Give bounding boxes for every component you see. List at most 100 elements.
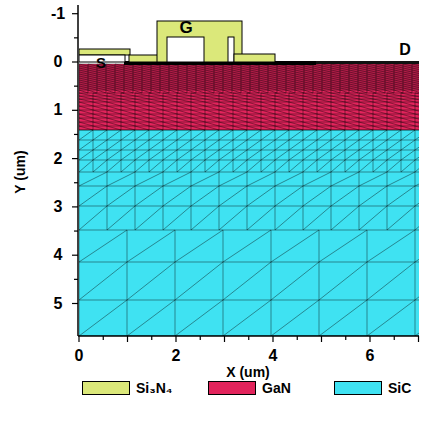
mesh-line: [247, 140, 248, 150]
mesh-line: [196, 74, 205, 76]
mesh-line: [205, 68, 206, 70]
mesh-line: [317, 96, 318, 99]
mesh-line: [247, 106, 261, 110]
mesh-line: [160, 76, 169, 78]
mesh-line: [376, 76, 385, 78]
mesh-line: [107, 160, 121, 172]
mesh-line: [286, 84, 295, 86]
mesh-line: [247, 150, 248, 160]
mesh-line: [313, 74, 322, 76]
mesh-line: [124, 68, 133, 70]
mesh-line: [259, 80, 268, 82]
gate-electrode: [167, 37, 204, 62]
mesh-line: [93, 126, 107, 130]
mesh-line: [163, 96, 164, 99]
mesh-line: [331, 96, 332, 99]
mesh-line: [223, 90, 224, 93]
mesh-line: [178, 70, 179, 72]
mesh-line: [322, 84, 331, 86]
mesh-line: [313, 72, 314, 74]
mesh-line: [268, 72, 269, 74]
mesh-line: [331, 99, 332, 102]
mesh-line: [177, 114, 191, 118]
mesh-line: [304, 74, 305, 76]
mesh-line: [303, 99, 317, 102]
mesh-line: [88, 78, 97, 80]
mesh-line: [367, 66, 368, 68]
mesh-line: [205, 106, 206, 110]
mesh-line: [277, 68, 278, 70]
mesh-line: [403, 72, 412, 74]
mesh-line: [93, 122, 94, 126]
mesh-line: [187, 68, 188, 70]
mesh-line: [121, 114, 135, 118]
mesh-line: [295, 70, 296, 72]
mesh-line: [403, 70, 404, 72]
mesh-line: [317, 140, 331, 150]
mesh-line: [247, 110, 261, 114]
mesh-line: [223, 70, 224, 72]
mesh-line: [349, 84, 350, 86]
mesh-line: [241, 70, 250, 72]
mesh-line: [142, 88, 143, 90]
mesh-line: [401, 96, 402, 99]
mesh-line: [268, 76, 269, 78]
mesh-line: [286, 72, 287, 74]
mesh-line: [275, 114, 276, 118]
mesh-line: [331, 82, 340, 84]
mesh-line: [331, 126, 332, 130]
mesh-line: [359, 99, 373, 102]
mesh-line: [142, 82, 143, 84]
mesh-line: [187, 70, 196, 72]
mesh-line: [401, 106, 402, 110]
mesh-line: [268, 72, 277, 74]
axis-tick-label: -1: [51, 6, 65, 22]
mesh-line: [79, 90, 88, 93]
mesh-line: [387, 160, 388, 172]
mesh-line: [79, 88, 88, 90]
mesh-line: [259, 82, 268, 84]
mesh-line: [275, 102, 276, 106]
mesh-line: [319, 262, 367, 300]
mesh-line: [415, 140, 416, 150]
mesh-line: [415, 230, 416, 262]
mesh-line: [359, 172, 387, 186]
mesh-line: [319, 300, 320, 336]
mesh-line: [214, 70, 215, 72]
mesh-line: [232, 82, 241, 84]
mesh-line: [214, 74, 223, 76]
mesh-line: [295, 80, 304, 82]
gate-nitride-gap: [228, 37, 234, 62]
mesh-line: [304, 76, 313, 78]
mesh-line: [178, 72, 187, 74]
mesh-line: [385, 64, 394, 66]
mesh-line: [250, 72, 251, 74]
mesh-line: [345, 126, 359, 130]
mesh-line: [163, 206, 164, 230]
mesh-line: [178, 88, 187, 90]
mesh-line: [223, 300, 224, 336]
mesh-line: [313, 70, 322, 72]
mesh-line: [286, 76, 295, 78]
mesh-line: [250, 86, 251, 88]
mesh-line: [219, 106, 233, 110]
mesh-line: [340, 74, 341, 76]
mesh-line: [349, 76, 350, 78]
mesh-line: [149, 106, 163, 110]
mesh-line: [121, 130, 135, 140]
mesh-line: [331, 186, 359, 206]
mesh-line: [247, 186, 275, 206]
mesh-line: [268, 78, 277, 80]
mesh-line: [160, 72, 169, 74]
mesh-line: [376, 90, 377, 93]
mesh-line: [373, 126, 374, 130]
mesh-line: [187, 70, 188, 72]
mesh-line: [191, 130, 205, 140]
mesh-line: [345, 130, 359, 140]
mesh-line: [151, 84, 160, 86]
electrode-label: G: [179, 19, 192, 36]
mesh-line: [205, 96, 206, 99]
mesh-line: [177, 102, 178, 106]
mesh-line: [317, 93, 331, 96]
mesh-line: [359, 140, 360, 150]
